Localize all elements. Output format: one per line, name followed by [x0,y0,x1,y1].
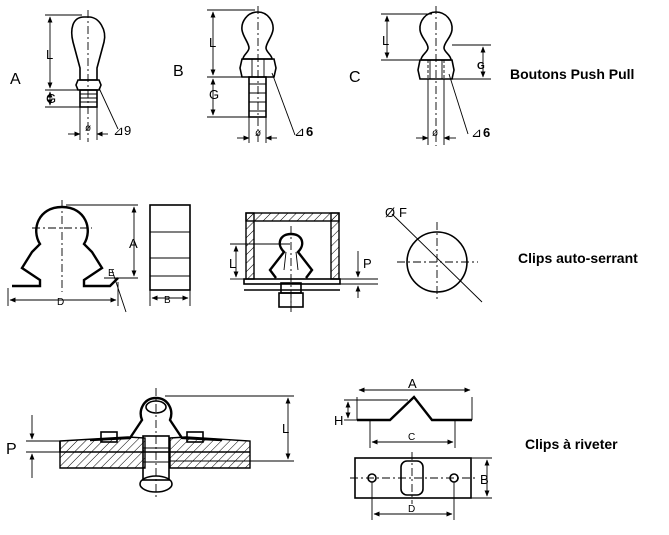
dim-a-hex: 9 [124,123,131,138]
clip-auto-serrant-hole: Ø F [385,205,483,303]
section-title-clips-auto: Clips auto-serrant [518,250,638,266]
dim-clip-length: L [229,256,236,271]
dim-rivet-length: L [282,421,289,436]
svg-text:⊿: ⊿ [471,125,482,140]
dim-rivet-center: C [408,432,415,443]
dim-c-diameter: ø [432,128,438,139]
dim-rivet-base: B [480,472,489,487]
dim-rivet-overall: A [408,376,417,391]
push-pull-knob-a: A L G ø ⊿ 9 [10,10,131,142]
dim-rivet-height: H [334,413,343,428]
clip-auto-serrant-assembly: L P [229,212,378,312]
section-title-push-pull: Boutons Push Pull [510,66,634,82]
dim-clip-span: D [57,297,64,308]
dim-b-hex: 6 [306,124,313,139]
section-title-clips-riveter: Clips à riveter [525,436,618,452]
dim-b-thread: G [209,87,219,102]
dim-rivet-holes: D [408,504,415,515]
variant-b-label: B [173,63,184,80]
dim-a-diameter: ø [85,123,91,134]
dim-b-length: L [209,35,216,50]
variant-a-label: A [10,71,21,88]
dim-a-thread: G [46,91,56,106]
variant-c-label: C [349,69,361,86]
dim-c-length: L [382,33,389,48]
svg-text:Ø: Ø [385,205,395,220]
dim-hole-diameter: F [399,205,407,220]
dim-clip-edge: E [108,268,115,279]
push-pull-knob-b: B L G ø ⊿ 6 [173,6,313,144]
clip-auto-serrant-profile: A D E [7,200,138,313]
dim-clip-width: B [164,295,171,306]
dim-b-diameter: ø [255,128,261,139]
clip-riveter-dimensions: A H C B D [334,376,492,520]
dim-c-thread: G [477,61,485,72]
svg-text:⊿: ⊿ [113,123,124,138]
svg-text:⊿: ⊿ [294,124,305,139]
dim-clip-height: A [129,236,138,251]
dim-a-length: L [46,47,53,62]
push-pull-knob-c: C L G ø ⊿ 6 [349,6,491,146]
dim-clip-plate: P [363,256,372,271]
dim-c-hex: 6 [483,125,490,140]
clip-auto-serrant-front: B [149,204,191,306]
clip-riveter-assembly: L P [6,388,294,500]
dim-rivet-plate: P [6,441,17,458]
